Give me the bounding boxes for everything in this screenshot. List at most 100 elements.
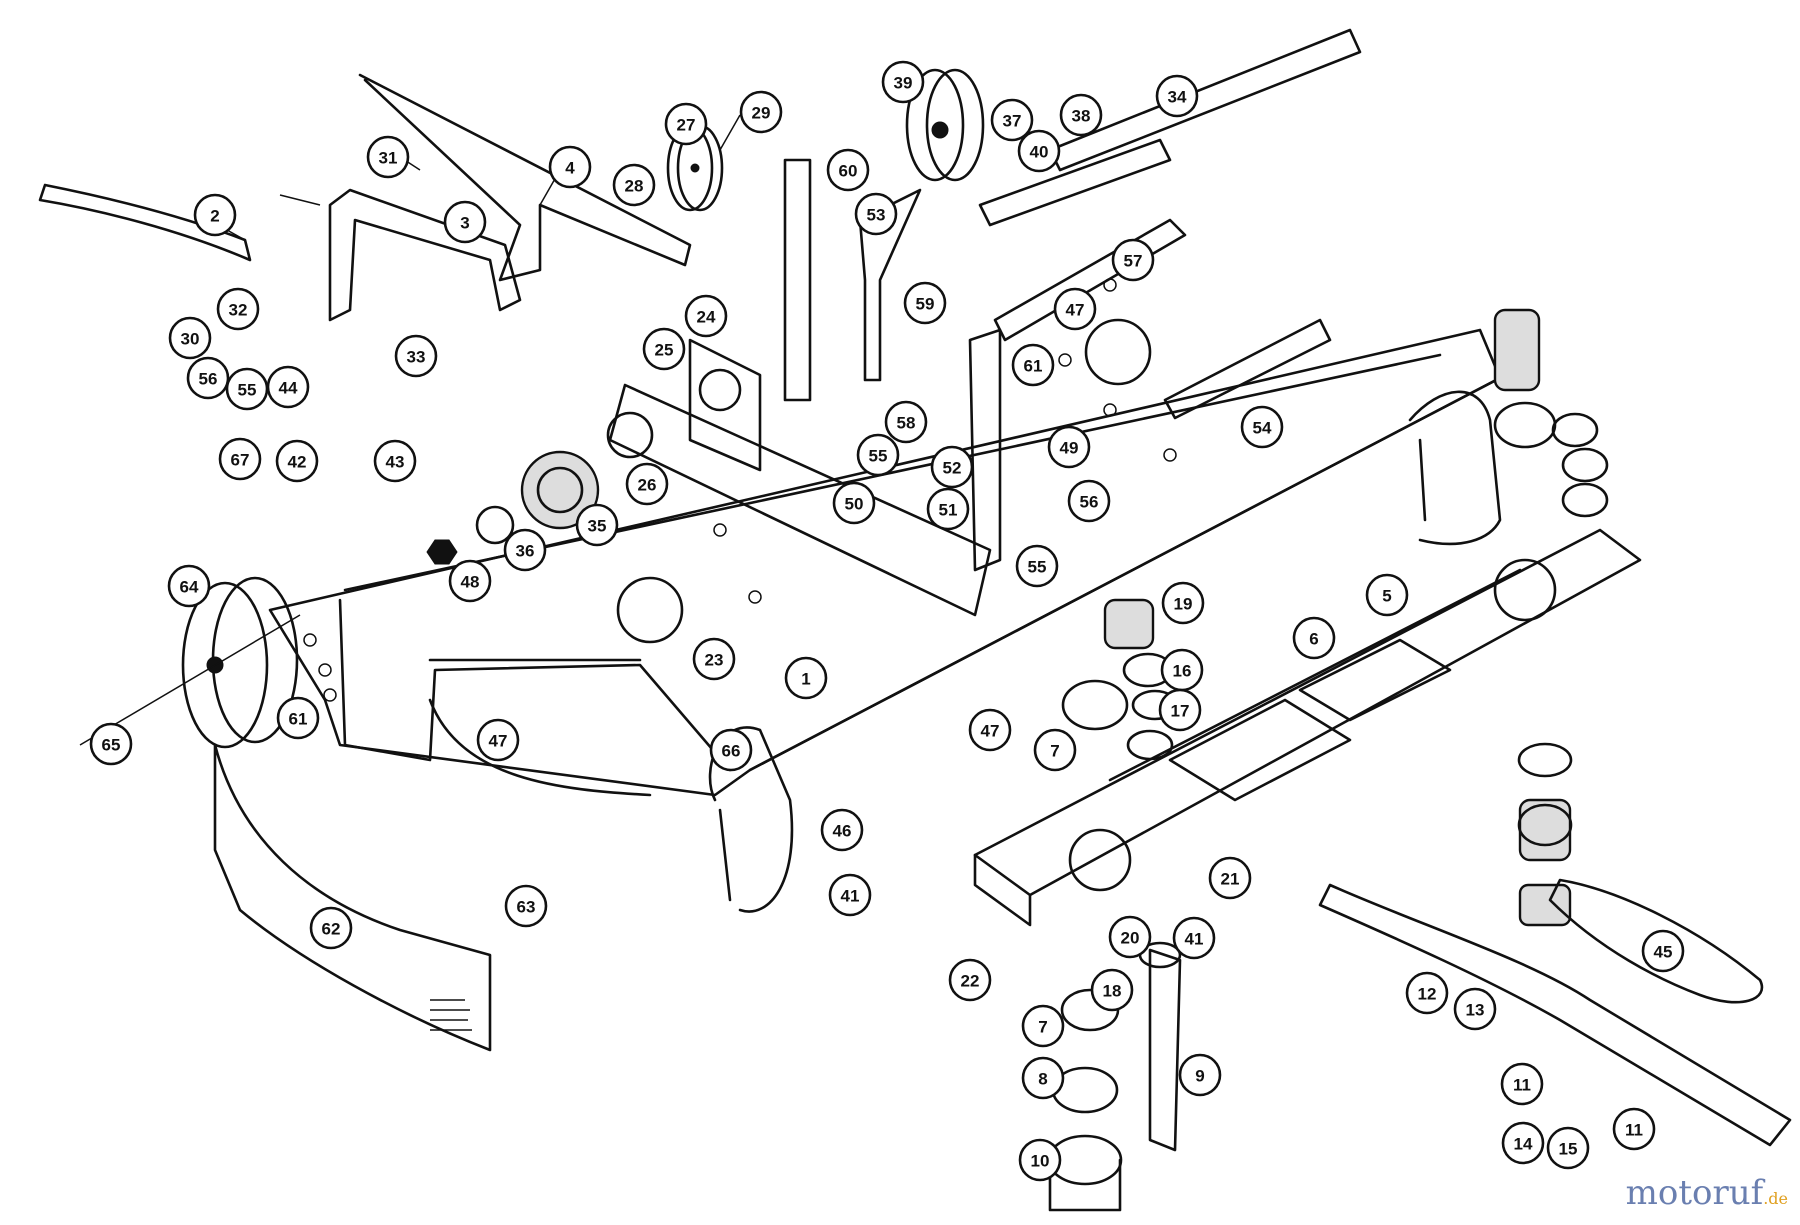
callout-48: 48 [448, 559, 492, 603]
callout-36: 36 [503, 528, 547, 572]
callout-44: 44 [266, 365, 310, 409]
callout-label: 10 [1031, 1152, 1050, 1171]
callout-circle [1172, 916, 1216, 960]
callout-circle [739, 90, 783, 134]
callout-circle [1021, 1056, 1065, 1100]
callout-50: 50 [832, 481, 876, 525]
callout-label: 12 [1418, 985, 1437, 1004]
callout-circle [1500, 1062, 1544, 1106]
callout-label: 5 [1382, 587, 1391, 606]
callout-41a: 41 [828, 873, 872, 917]
callout-circle [1178, 1053, 1222, 1097]
callout-label: 61 [289, 710, 308, 729]
callout-label: 55 [1028, 558, 1047, 577]
callout-label: 63 [517, 898, 536, 917]
callout-label: 11 [1625, 1121, 1643, 1140]
callout-label: 25 [655, 341, 674, 360]
callout-7b: 7 [1021, 1004, 1065, 1048]
callout-circle [89, 722, 133, 766]
callout-label: 52 [943, 459, 962, 478]
callout-label: 6 [1309, 630, 1318, 649]
callout-label: 26 [638, 476, 657, 495]
callout-circle [186, 356, 230, 400]
callout-38: 38 [1059, 93, 1103, 137]
callout-label: 7 [1038, 1018, 1047, 1037]
callout-66: 66 [709, 728, 753, 772]
callout-label: 62 [322, 920, 341, 939]
callout-circle [167, 564, 211, 608]
callout-label: 29 [752, 104, 771, 123]
callout-1: 1 [784, 656, 828, 700]
callout-label: 44 [279, 379, 298, 398]
callout-label: 3 [460, 214, 469, 233]
callout-label: 37 [1003, 112, 1022, 131]
callout-47a: 47 [1053, 287, 1097, 331]
callout-7a: 7 [1033, 728, 1077, 772]
callout-circle [1155, 74, 1199, 118]
pulley-large-left [79, 576, 301, 749]
handle-assembly [38, 73, 692, 322]
callout-39: 39 [881, 60, 925, 104]
callout-label: 50 [845, 495, 864, 514]
callout-circle [1405, 971, 1449, 1015]
callout-41b: 41 [1172, 916, 1216, 960]
callout-label: 56 [1080, 493, 1099, 512]
callout-label: 14 [1514, 1135, 1533, 1154]
callout-label: 27 [677, 116, 696, 135]
callout-51: 51 [926, 487, 970, 531]
callout-65: 65 [89, 722, 133, 766]
callout-59: 59 [903, 281, 947, 325]
callout-label: 67 [231, 451, 250, 470]
callout-circle [216, 287, 260, 331]
callout-2: 2 [193, 193, 237, 237]
callout-47b: 47 [476, 718, 520, 762]
callout-circle [1017, 129, 1061, 173]
callout-60: 60 [826, 148, 870, 192]
callout-31: 31 [366, 135, 410, 179]
callout-5: 5 [1365, 573, 1409, 617]
side-shield [213, 743, 492, 1052]
callout-label: 13 [1466, 1001, 1485, 1020]
callout-circle [373, 439, 417, 483]
callout-circle [1011, 343, 1055, 387]
callout-53: 53 [854, 192, 898, 236]
callout-label: 11 [1513, 1076, 1531, 1095]
callout-54: 54 [1240, 405, 1284, 449]
callout-label: 42 [288, 453, 307, 472]
callout-label: 17 [1171, 702, 1190, 721]
callout-circle [504, 884, 548, 928]
callout-label: 18 [1103, 982, 1122, 1001]
callout-21: 21 [1208, 856, 1252, 900]
callout-label: 41 [1185, 930, 1204, 949]
callout-label: 28 [625, 177, 644, 196]
callout-circle [1546, 1126, 1590, 1170]
blade-carrier-plate [973, 528, 1642, 927]
callout-label: 32 [229, 301, 248, 320]
callout-circle [548, 145, 592, 189]
leader-lines [199, 114, 1021, 241]
callout-circle [476, 718, 520, 762]
callout-label: 19 [1174, 595, 1193, 614]
callout-circle [1021, 1004, 1065, 1048]
callout-56a: 56 [186, 356, 230, 400]
callout-circle [275, 439, 319, 483]
callout-67: 67 [218, 437, 262, 481]
callout-circle [1108, 915, 1152, 959]
callout-63: 63 [504, 884, 548, 928]
callout-label: 49 [1060, 439, 1079, 458]
watermark: motoruf.de [1626, 1173, 1788, 1213]
callout-circle [612, 163, 656, 207]
callout-label: 46 [833, 822, 852, 841]
callout-40: 40 [1017, 129, 1061, 173]
callout-circle [968, 708, 1012, 752]
lower-spindle-parts [1047, 742, 1573, 1212]
callout-26: 26 [625, 462, 669, 506]
callout-circle [1501, 1121, 1545, 1165]
callout-label: 23 [705, 651, 724, 670]
callout-label: 55 [869, 447, 888, 466]
cutting-blade [1318, 883, 1792, 1147]
callout-16: 16 [1160, 648, 1204, 692]
callout-32: 32 [216, 287, 260, 331]
callout-circle [276, 696, 320, 740]
